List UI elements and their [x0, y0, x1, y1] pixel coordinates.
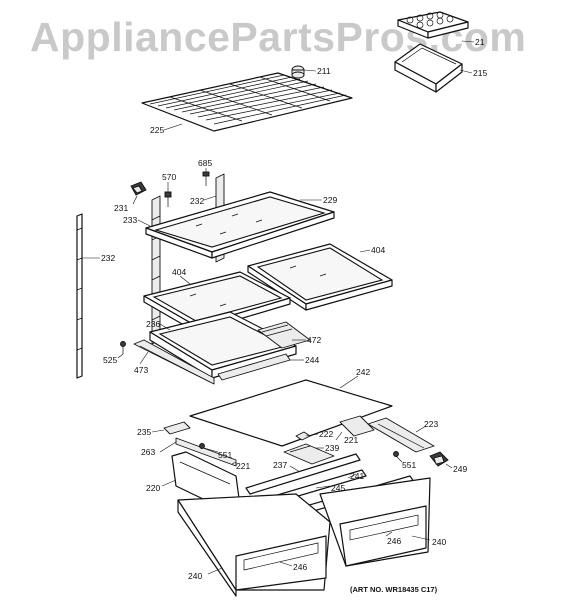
part-label-245: 245 [331, 483, 346, 493]
support-223-part [367, 417, 435, 453]
part-label-222: 222 [319, 429, 334, 439]
part-label-221-left: 221 [236, 461, 251, 471]
part-label-244: 244 [305, 355, 320, 365]
egg-tray-part [397, 11, 469, 39]
part-label-263: 263 [141, 447, 156, 457]
part-label-233: 233 [123, 215, 138, 225]
part-label-240-right: 240 [432, 537, 447, 547]
part-label-232-left: 232 [101, 253, 116, 263]
part-label-223: 223 [424, 419, 439, 429]
shelf-bin-part [394, 43, 463, 93]
part-label-472: 472 [307, 335, 322, 345]
part-label-225: 225 [150, 125, 165, 135]
support-235-part [163, 421, 191, 435]
part-label-246-right: 246 [387, 536, 402, 546]
bracket-239-part [283, 443, 335, 465]
part-label-404-left: 404 [172, 267, 187, 277]
slide-rail-473-part [133, 339, 215, 385]
part-label-242: 242 [356, 367, 371, 377]
art-number-note: (ART NO. WR18435 C17) [350, 585, 438, 594]
vertical-rail-part [76, 213, 83, 379]
part-label-551-left: 551 [218, 450, 233, 460]
slide-rail-472-part [257, 321, 311, 349]
part-label-235: 235 [137, 427, 152, 437]
part-label-215: 215 [473, 68, 488, 78]
part-label-232-upper: 232 [190, 196, 205, 206]
clip-231-part [130, 181, 147, 196]
part-label-21: 21 [475, 37, 485, 47]
part-label-249: 249 [453, 464, 468, 474]
glass-shelf-404-right-part [247, 243, 393, 311]
knob-part [291, 65, 305, 79]
slide-shelf-236-part [149, 311, 297, 379]
screw-551-right-part [393, 451, 399, 457]
cross-rail-237-part [245, 453, 361, 495]
wire-shelf-part [141, 72, 353, 132]
part-label-221-right: 221 [344, 435, 359, 445]
part-label-246-left: 246 [293, 562, 308, 572]
glass-shelf-229-part [145, 191, 335, 259]
part-label-211: 211 [317, 66, 331, 76]
support-221-right-part [339, 415, 375, 437]
part-label-220: 220 [146, 483, 161, 493]
part-label-239: 239 [325, 443, 340, 453]
part-label-240-left: 240 [188, 571, 203, 581]
part-label-236: 236 [146, 319, 161, 329]
leader-lines [82, 40, 475, 575]
crisper-cover-242-part [189, 379, 393, 447]
part-label-551-right: 551 [402, 460, 417, 470]
part-label-229: 229 [323, 195, 338, 205]
screw-551-left-part [199, 443, 205, 449]
part-label-237: 237 [273, 460, 288, 470]
part-label-570: 570 [162, 172, 177, 182]
part-label-685: 685 [198, 158, 213, 168]
screw-525-part [120, 341, 126, 354]
part-label-473: 473 [134, 365, 149, 375]
part-label-404-right: 404 [371, 245, 386, 255]
part-label-231: 231 [114, 203, 129, 213]
bracket-249-part [429, 451, 449, 467]
part-label-241: 241 [350, 471, 365, 481]
crisper-drawer-right-part [319, 477, 431, 567]
screw-570-part [164, 191, 172, 207]
bracket-222-part [295, 431, 311, 441]
part-label-525: 525 [103, 355, 118, 365]
screw-685-part [202, 171, 210, 186]
